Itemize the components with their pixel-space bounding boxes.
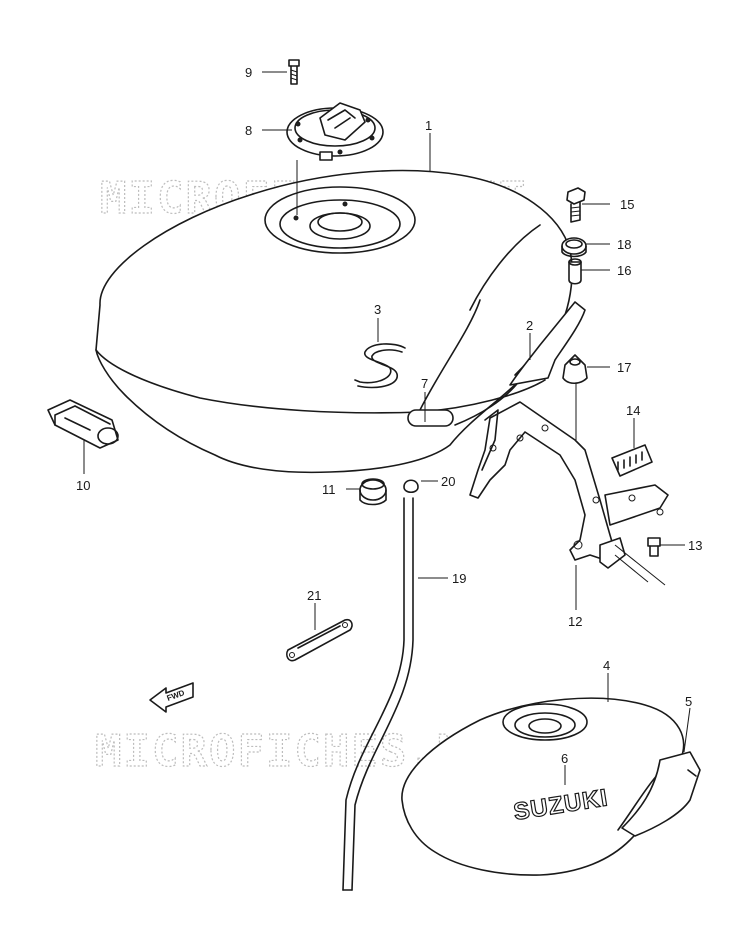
s-emblem — [354, 343, 406, 389]
fuel-cap-assembly — [286, 59, 384, 215]
callout-12: 12 — [568, 614, 582, 629]
tank-bracket-part-12 — [469, 360, 669, 586]
hose-part-19 — [342, 497, 414, 891]
callout-16: 16 — [617, 263, 631, 278]
callout-17: 17 — [617, 360, 631, 375]
tank-alt-side-trim — [621, 751, 701, 837]
callout-2: 2 — [526, 318, 533, 333]
bolt-part-15 — [566, 187, 586, 223]
callout-20: 20 — [441, 474, 455, 489]
callout-11: 11 — [322, 482, 336, 497]
clamp-part-20 — [403, 479, 419, 494]
strap-part-21 — [286, 618, 353, 662]
callout-19: 19 — [452, 571, 466, 586]
cushion-part-18 — [561, 237, 587, 258]
callout-21: 21 — [307, 588, 321, 603]
callout-15: 15 — [620, 197, 634, 212]
callout-10: 10 — [76, 478, 90, 493]
cushion-part-17 — [562, 354, 588, 385]
callout-numbers: 1 2 3 4 5 6 7 8 9 10 11 12 13 14 15 16 1… — [76, 65, 702, 766]
callout-8: 8 — [245, 123, 252, 138]
connector-part-14 — [611, 444, 653, 477]
fuel-tank-alt: SUZUKI — [401, 697, 701, 876]
collar-part-16 — [568, 258, 582, 285]
tank-rear-trim — [509, 301, 586, 386]
callout-14: 14 — [626, 403, 640, 418]
clip-part-10 — [47, 399, 119, 449]
callout-5: 5 — [685, 694, 692, 709]
callout-7: 7 — [421, 376, 428, 391]
bolt-part-13 — [647, 537, 661, 557]
callout-3: 3 — [374, 302, 381, 317]
forward-direction-arrow: FWD — [149, 682, 194, 713]
callout-4: 4 — [603, 658, 610, 673]
callout-1: 1 — [425, 118, 432, 133]
fuel-tank-main — [95, 169, 573, 474]
callout-18: 18 — [617, 237, 631, 252]
cap-screw — [288, 59, 300, 67]
cushion-part-11 — [359, 478, 387, 506]
callout-13: 13 — [688, 538, 702, 553]
callout-leaders — [83, 71, 691, 785]
tank-side-emblem-plate — [407, 409, 454, 427]
callout-9: 9 — [245, 65, 252, 80]
callout-6: 6 — [561, 751, 568, 766]
